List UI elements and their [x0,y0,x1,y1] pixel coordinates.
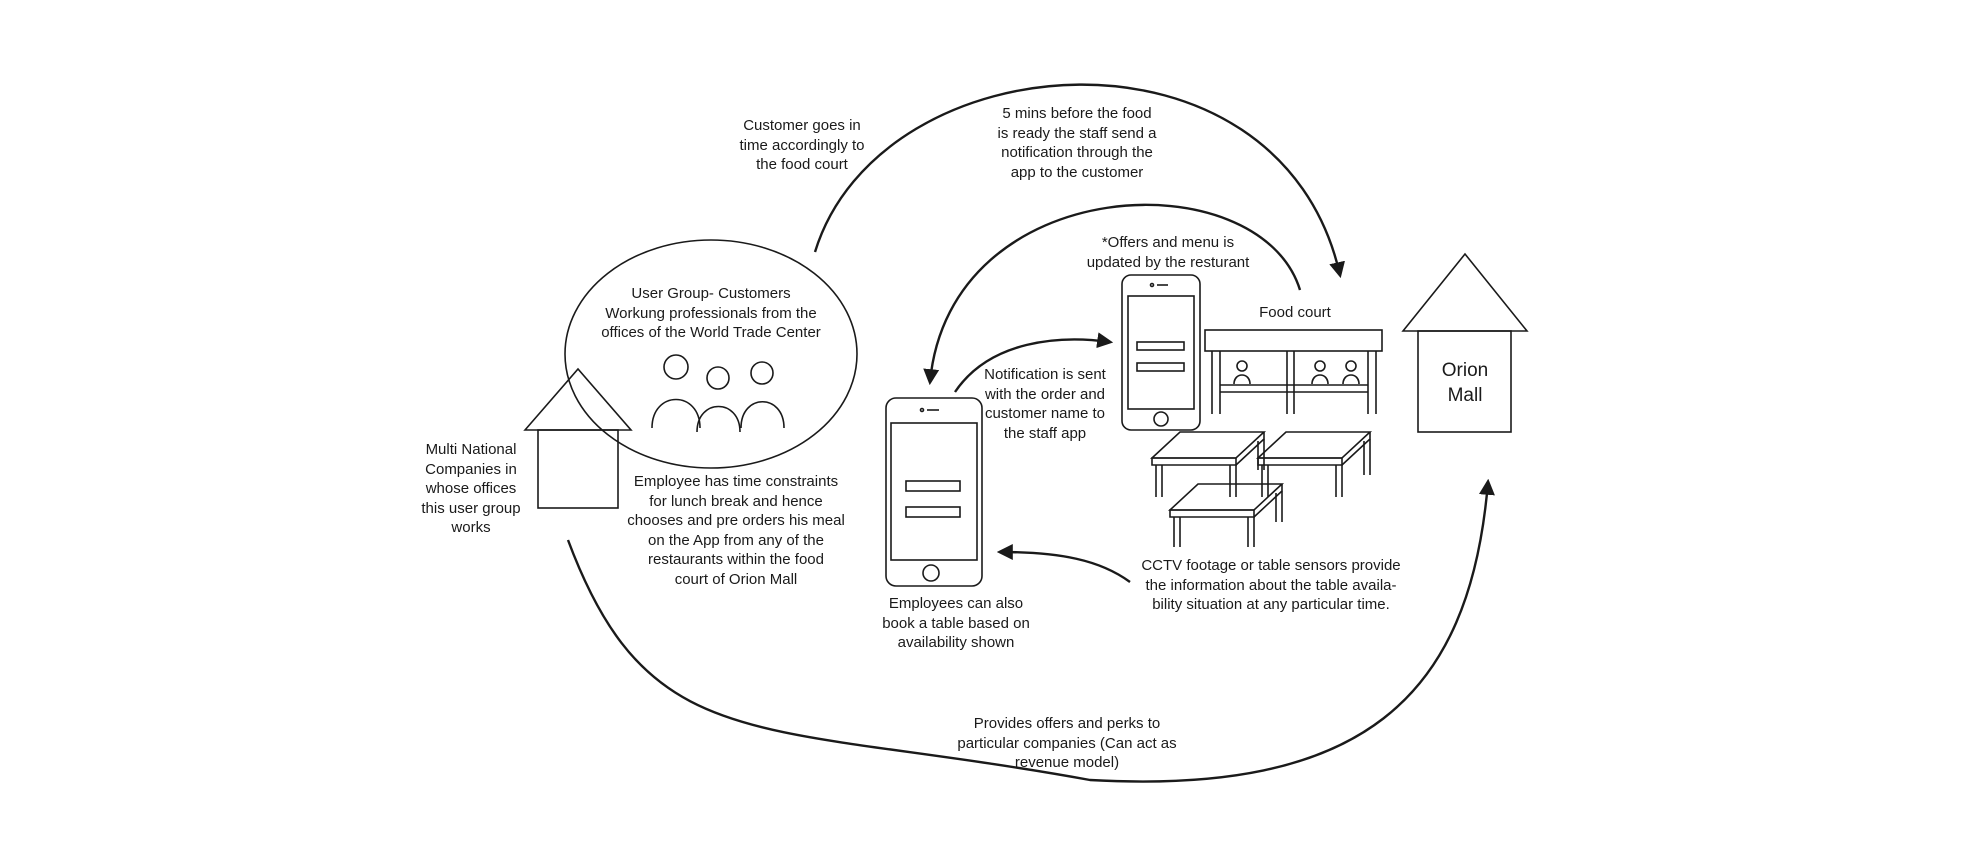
arrow-mnc-to-mall [566,478,1495,783]
label-offers-menu: *Offers and menu is updated by the restu… [1086,234,1250,271]
label-orion-mall: Orion Mall [1441,360,1489,406]
staff-smartphone-icon [1121,274,1201,431]
label-mnc: Multi National Companies in whose office… [421,441,521,536]
label-employee-constraints: Employee has time constraints for lunch … [627,473,845,588]
label-book-table: Employees can also book a table based on… [882,595,1030,651]
arrow-phone-to-staff [954,332,1114,393]
user-group-ellipse [564,239,858,469]
label-cctv: CCTV footage or table sensors provide th… [1141,557,1401,613]
people-icon [651,354,785,433]
orion-mall-house-icon [1401,252,1529,433]
arrow-customer-to-mall [813,83,1345,279]
label-customer-goes: Customer goes in time accordingly to the… [739,117,865,173]
label-food-court: Food court [1259,304,1331,321]
table-icon [1167,483,1285,547]
label-offers-perks: Provides offers and perks to particular … [957,715,1177,771]
table-icon [1255,431,1373,497]
customer-smartphone-icon [885,397,983,587]
house-icon [523,367,633,509]
food-court-counter-icon [1204,329,1383,414]
table-icon [1149,431,1267,497]
label-notification-sent: Notification is sent with the order and … [984,366,1106,442]
label-five-mins: 5 mins before the food is ready the staf… [997,105,1157,181]
arrow-cctv-to-phone [996,544,1131,583]
arrow-foodcourt-to-phone [923,203,1302,386]
label-user-group: User Group- Customers Workung profession… [601,285,821,341]
